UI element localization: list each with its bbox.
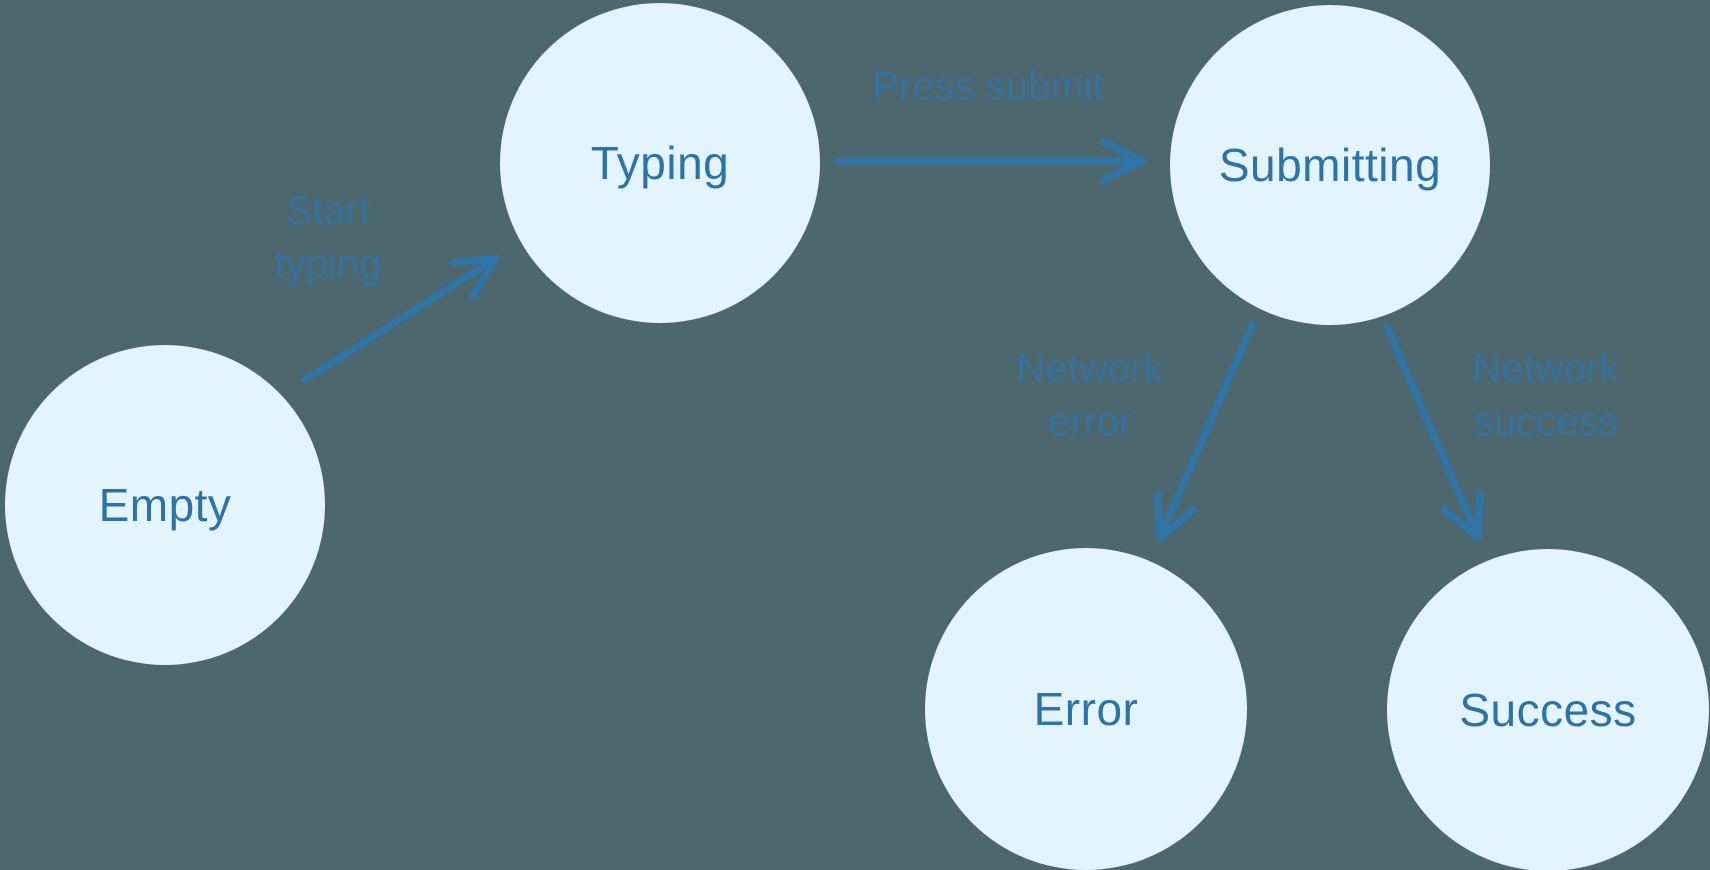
edge-label-start-typing: Start typing	[275, 185, 382, 291]
state-node-error: Error	[925, 548, 1247, 870]
edge-label-network-error: Network error	[1017, 343, 1164, 449]
arrowhead-icon	[1154, 490, 1198, 542]
edge-label-line: Network	[1016, 347, 1164, 392]
state-label-empty: Empty	[98, 479, 232, 531]
edge-label-press-submit: Press submit	[872, 61, 1103, 114]
edge-label-line: Press submit	[872, 64, 1104, 109]
edge-label-line: typing	[274, 242, 382, 286]
edge-label-line: success	[1473, 400, 1619, 444]
state-label-error: Error	[1033, 683, 1139, 735]
edge-arrow-network-error	[1154, 321, 1256, 542]
arrowhead-icon	[1440, 490, 1484, 542]
state-label-typing: Typing	[590, 137, 730, 189]
state-node-typing: Typing	[500, 3, 820, 323]
edge-label-line: Start	[285, 189, 371, 234]
state-node-empty: Empty	[5, 345, 325, 665]
state-node-success: Success	[1387, 549, 1709, 870]
edge-arrow-network-success	[1383, 323, 1484, 542]
state-node-submitting: Submitting	[1170, 5, 1490, 325]
state-label-submitting: Submitting	[1218, 139, 1442, 191]
arrowhead-icon	[448, 254, 500, 300]
edge-label-line: error	[1047, 400, 1133, 444]
edge-label-line: Network	[1472, 347, 1620, 392]
edge-arrow-press-submit	[834, 138, 1146, 184]
state-label-success: Success	[1459, 684, 1637, 736]
arrowhead-icon	[1099, 138, 1146, 184]
edge-label-network-success: Network success	[1473, 343, 1620, 449]
